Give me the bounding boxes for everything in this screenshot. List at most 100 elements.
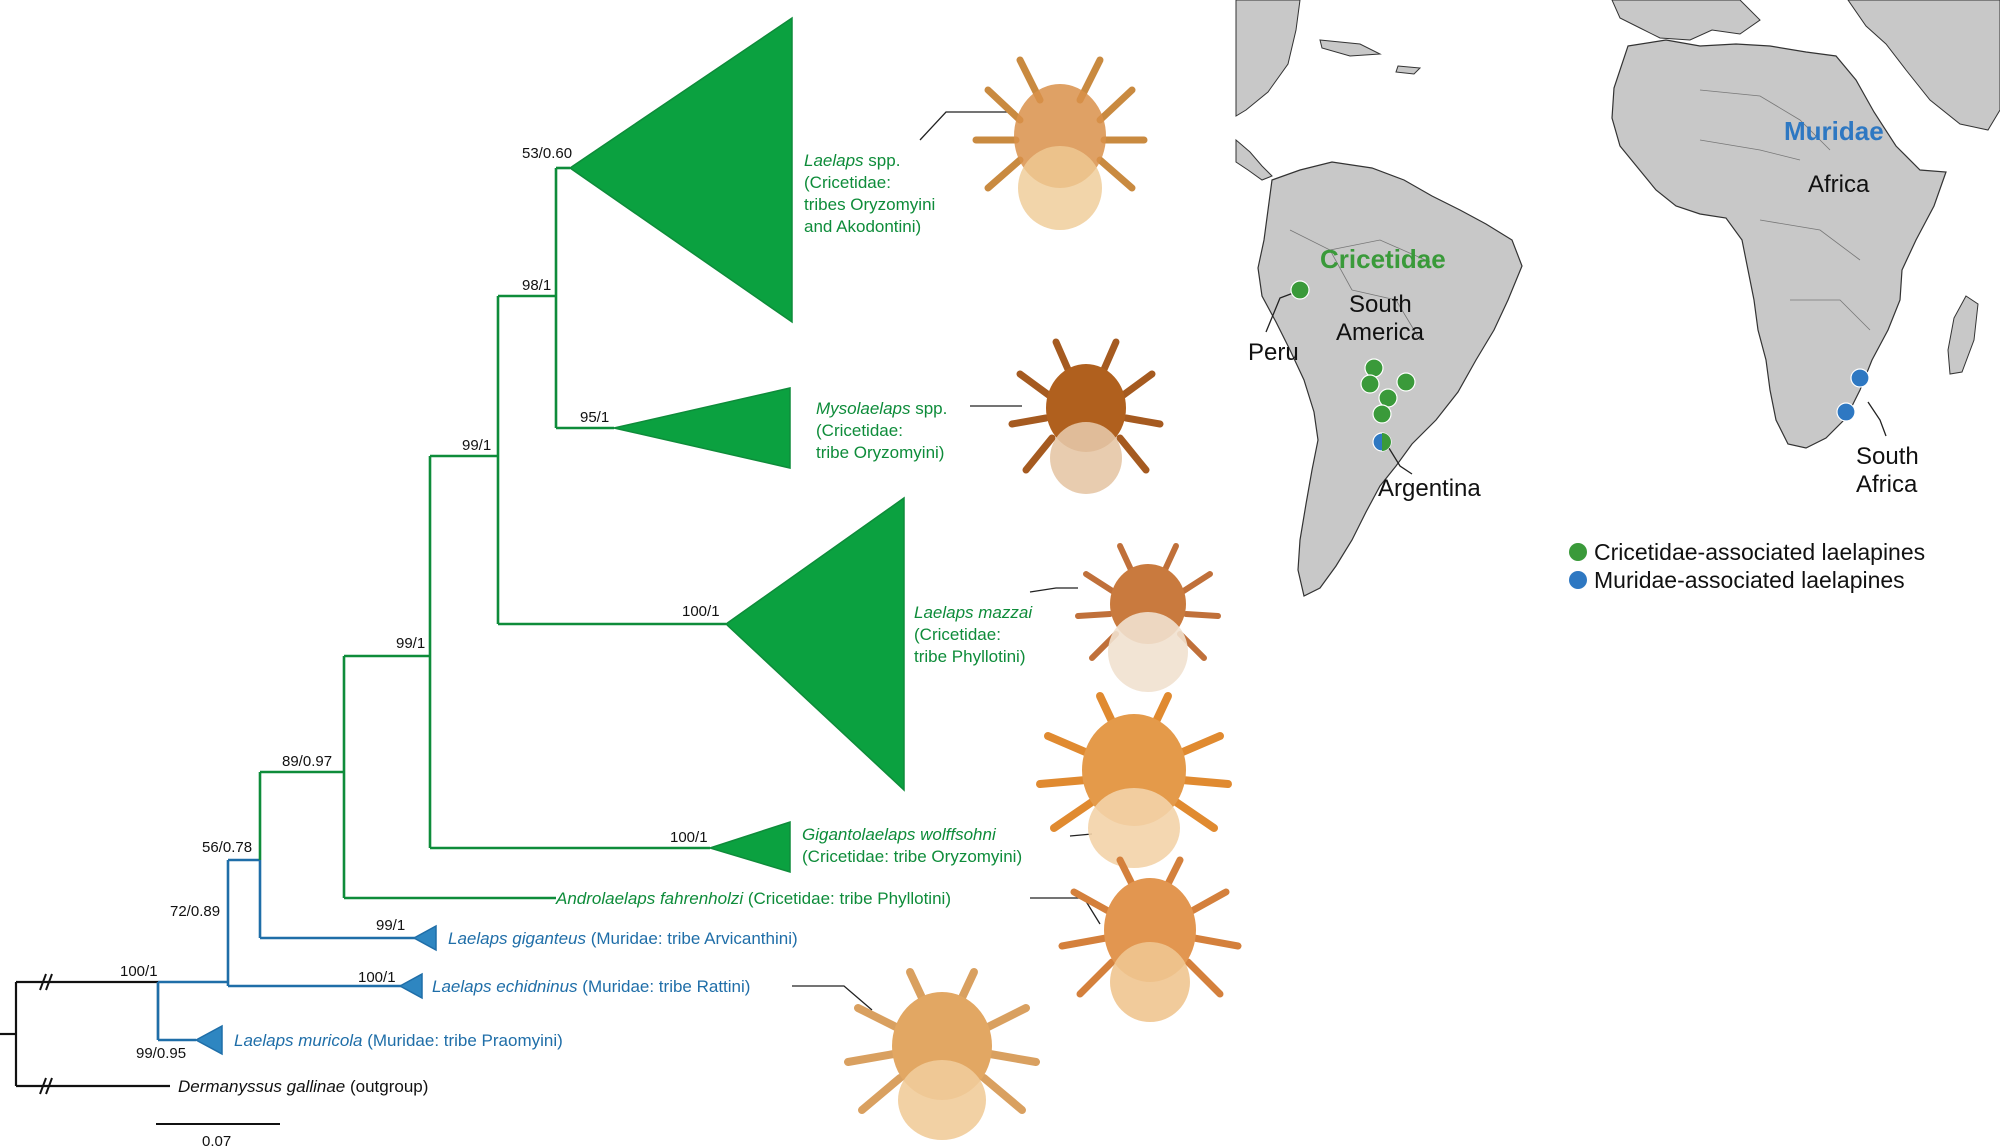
scale-bar-label: 0.07 bbox=[202, 1133, 231, 1148]
tip-mazzai-genus: Laelaps mazzai bbox=[914, 603, 1033, 622]
cricetidae-collapsed-clades bbox=[568, 16, 905, 874]
leader-echidninus bbox=[792, 985, 873, 1011]
clade-laelaps-spp bbox=[568, 16, 793, 324]
tip-echidninus-rest: (Muridae: tribe Rattini) bbox=[578, 977, 751, 996]
tip-laelaps-spp-genus: Laelaps bbox=[804, 151, 864, 170]
tip-laelaps-spp-line4: and Akodontini) bbox=[804, 217, 921, 236]
madagascar-landmass bbox=[1947, 295, 1979, 375]
muridae-collapsed-clades bbox=[194, 924, 437, 1056]
mite-mysolaelaps bbox=[1008, 338, 1164, 494]
tip-mysolaelaps-genus: Mysolaelaps bbox=[816, 399, 911, 418]
tip-muricola: Laelaps muricola (Muridae: tribe Praomyi… bbox=[234, 1031, 563, 1050]
tip-laelaps-spp-rest: spp. bbox=[864, 151, 901, 170]
map-label-argentina: Argentina bbox=[1378, 475, 1481, 502]
dot-sa-2 bbox=[1836, 402, 1856, 422]
legend-swatch-muridae bbox=[1569, 571, 1587, 589]
europe-landmass bbox=[1611, 0, 1761, 41]
central-america-landmass bbox=[1235, 138, 1273, 181]
node-label-100c: 100/1 bbox=[358, 969, 396, 986]
node-label-98: 98/1 bbox=[522, 277, 551, 294]
node-label-56: 56/0.78 bbox=[202, 839, 252, 856]
tip-dermanyssus-genus: Dermanyssus gallinae bbox=[178, 1077, 345, 1096]
tip-mazzai-line3: tribe Phyllotini) bbox=[914, 647, 1026, 666]
dot-arg-3 bbox=[1396, 372, 1416, 392]
legend-label-muridae: Muridae-associated laelapines bbox=[1594, 567, 1905, 593]
tip-androlaelaps-rest: (Cricetidae: tribe Phyllotini) bbox=[743, 889, 951, 908]
tip-gigantolaelaps-genus: Gigantolaelaps wolffsohni bbox=[802, 825, 997, 844]
dot-arg-blue-half bbox=[1382, 433, 1391, 451]
node-label-100b: 100/1 bbox=[670, 829, 708, 846]
map-panel: Cricetidae South America Peru Argentina … bbox=[1235, 0, 2000, 600]
node-label-95: 95/1 bbox=[580, 409, 609, 426]
tip-muricola-rest: (Muridae: tribe Praomyini) bbox=[363, 1031, 563, 1050]
dot-arg-4 bbox=[1378, 388, 1398, 408]
map-label-peru: Peru bbox=[1248, 339, 1299, 366]
legend-swatch-cricetidae bbox=[1569, 543, 1587, 561]
map-legend: Cricetidae-associated laelapines Muridae… bbox=[1569, 539, 1925, 593]
dot-peru bbox=[1290, 280, 1310, 300]
node-label-99b: 99/1 bbox=[396, 635, 425, 652]
tip-giganteus-genus: Laelaps giganteus bbox=[448, 929, 587, 948]
sample-dots bbox=[1290, 280, 1870, 452]
leader-mazzai bbox=[1029, 587, 1078, 593]
branch-break-marks bbox=[39, 973, 53, 1095]
tip-androlaelaps-genus: Androlaelaps fahrenholzi bbox=[555, 889, 744, 908]
node-label-99d: 99/0.95 bbox=[136, 1045, 186, 1062]
root-branches bbox=[0, 980, 170, 1088]
leader-laelaps-spp bbox=[919, 111, 1016, 141]
clade-giganteus bbox=[412, 924, 437, 952]
clade-mazzai bbox=[724, 496, 905, 792]
tip-androlaelaps: Androlaelaps fahrenholzi (Cricetidae: tr… bbox=[555, 889, 951, 908]
tip-mysolaelaps: Mysolaelaps spp. bbox=[816, 399, 947, 418]
map-label-south: South bbox=[1349, 291, 1412, 318]
map-label-america: America bbox=[1336, 319, 1425, 346]
tip-laelaps-spp-line2: (Cricetidae: bbox=[804, 173, 891, 192]
tip-laelaps-spp: Laelaps spp. bbox=[804, 151, 900, 170]
clade-echidninus bbox=[398, 972, 423, 1000]
cricetidae-branches bbox=[258, 166, 726, 900]
legend-label-cricetidae: Cricetidae-associated laelapines bbox=[1594, 539, 1925, 565]
mite-androlaelaps bbox=[1058, 856, 1242, 1022]
peru-leader bbox=[1265, 291, 1297, 333]
tip-giganteus-rest: (Muridae: tribe Arvicanthini) bbox=[586, 929, 798, 948]
south-africa-leader bbox=[1867, 401, 1887, 437]
tip-echidninus: Laelaps echidninus (Muridae: tribe Ratti… bbox=[432, 977, 750, 996]
map-label-cricetidae: Cricetidae bbox=[1320, 244, 1446, 274]
phylogenetic-tree: 53/0.60 98/1 95/1 99/1 100/1 99/1 100/1 … bbox=[0, 16, 1242, 1148]
map-label-south-africa-2: Africa bbox=[1856, 471, 1918, 498]
clade-mysolaelaps bbox=[613, 387, 791, 469]
dot-sa-1 bbox=[1850, 368, 1870, 388]
tip-gigantolaelaps-line2: (Cricetidae: tribe Oryzomyini) bbox=[802, 847, 1022, 866]
node-label-100a: 100/1 bbox=[682, 603, 720, 620]
tip-echidninus-genus: Laelaps echidninus bbox=[432, 977, 578, 996]
node-label-72: 72/0.89 bbox=[170, 903, 220, 920]
node-label-99a: 99/1 bbox=[462, 437, 491, 454]
middle-east-landmass bbox=[1847, 0, 2000, 131]
node-label-100d: 100/1 bbox=[120, 963, 158, 980]
mite-laelaps-spp bbox=[972, 56, 1148, 230]
mite-mazzai bbox=[1075, 543, 1221, 692]
tip-mysolaelaps-rest: spp. bbox=[911, 399, 948, 418]
node-label-89: 89/0.97 bbox=[282, 753, 332, 770]
country-borders bbox=[1289, 89, 1871, 341]
map-label-south-africa-1: South bbox=[1856, 443, 1919, 470]
node-label-53: 53/0.60 bbox=[522, 145, 572, 162]
map-label-africa: Africa bbox=[1808, 171, 1870, 198]
map-label-muridae: Muridae bbox=[1784, 116, 1884, 146]
argentina-leader bbox=[1383, 439, 1413, 475]
leader-gigantolaelaps bbox=[1069, 833, 1093, 837]
tip-mysolaelaps-line3: tribe Oryzomyini) bbox=[816, 443, 944, 462]
north-america-landmass bbox=[1235, 0, 1301, 117]
caribbean-islands bbox=[1319, 39, 1422, 75]
clade-muricola bbox=[194, 1024, 223, 1056]
clade-gigantolaelaps bbox=[707, 820, 791, 874]
tip-muricola-genus: Laelaps muricola bbox=[234, 1031, 363, 1050]
tip-laelaps-spp-line3: tribes Oryzomyini bbox=[804, 195, 935, 214]
tip-mazzai-line2: (Cricetidae: bbox=[914, 625, 1001, 644]
dot-arg-5 bbox=[1372, 404, 1392, 424]
mite-echidninus bbox=[844, 968, 1040, 1140]
south-america-landmass bbox=[1257, 161, 1523, 597]
node-label-99c: 99/1 bbox=[376, 917, 405, 934]
tip-dermanyssus: Dermanyssus gallinae (outgroup) bbox=[178, 1077, 428, 1096]
